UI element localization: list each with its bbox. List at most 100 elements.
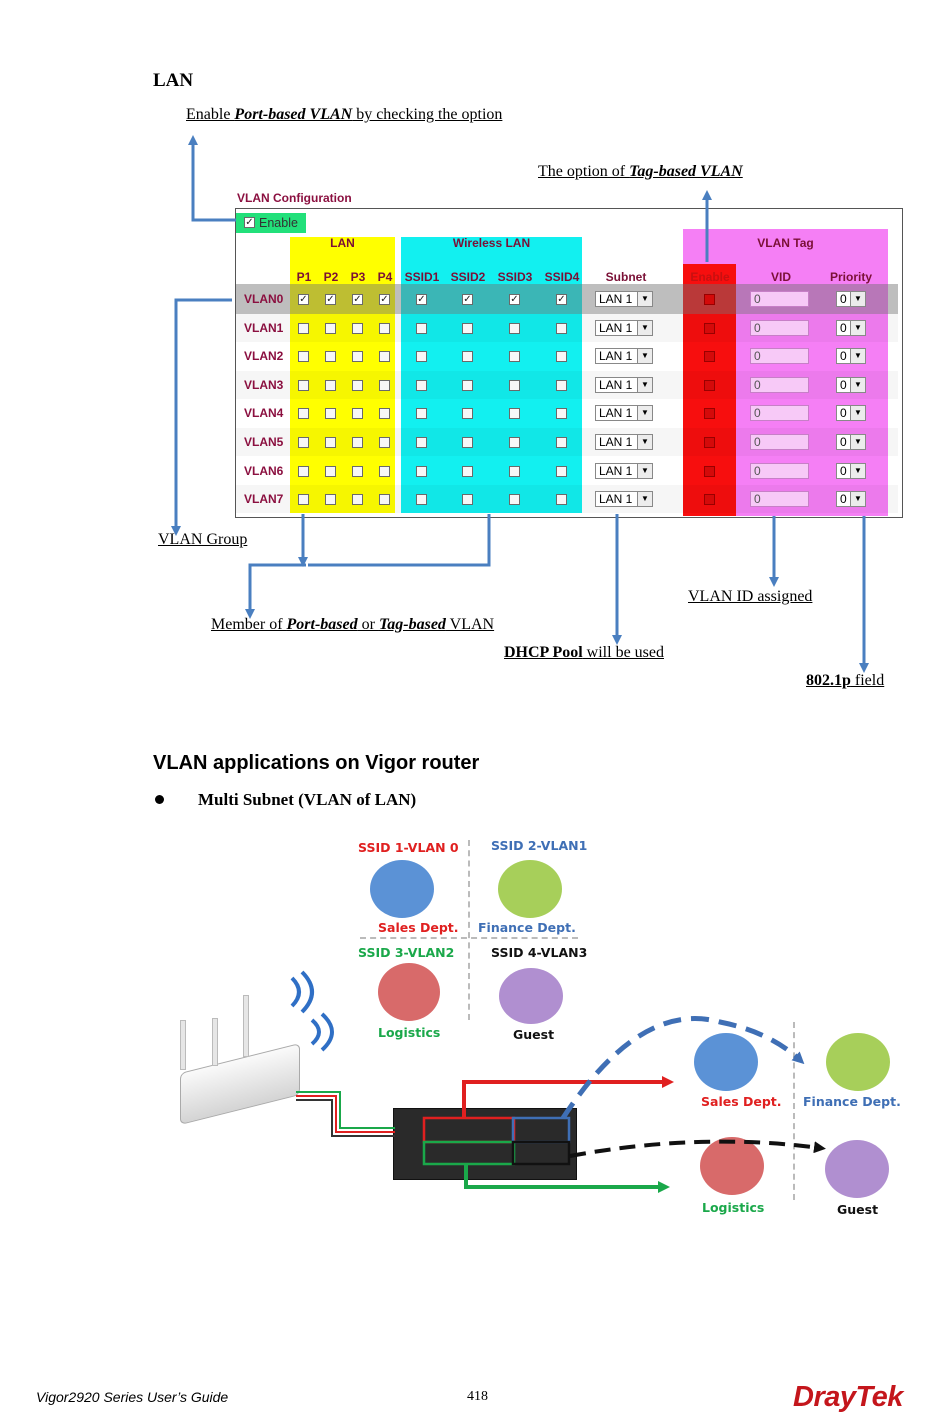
member-checkbox[interactable] [556, 465, 567, 477]
priority-select[interactable]: 0▼ [836, 434, 866, 450]
priority-select[interactable]: 0▼ [836, 462, 866, 479]
member-checkbox[interactable] [379, 322, 390, 334]
member-checkbox[interactable] [298, 465, 309, 477]
vid-input[interactable]: 0 [750, 462, 809, 479]
chevron-down-icon[interactable]: ▼ [850, 492, 865, 507]
priority-select[interactable]: 0▼ [836, 319, 866, 336]
member-checkbox[interactable]: ✓ [509, 294, 520, 305]
member-checkbox[interactable] [352, 322, 363, 334]
chevron-down-icon[interactable]: ▼ [637, 377, 652, 392]
tag-enable-checkbox[interactable] [704, 437, 715, 448]
chevron-down-icon[interactable]: ▼ [637, 406, 652, 421]
chevron-down-icon[interactable]: ▼ [850, 435, 865, 449]
member-checkbox[interactable] [556, 351, 567, 363]
chevron-down-icon[interactable]: ▼ [850, 406, 865, 421]
enable-checkbox[interactable]: ✓ [244, 217, 255, 228]
tag-enable-checkbox[interactable] [704, 465, 715, 477]
chevron-down-icon[interactable]: ▼ [850, 320, 865, 335]
member-checkbox[interactable] [416, 408, 427, 420]
chevron-down-icon[interactable]: ▼ [850, 377, 865, 392]
chevron-down-icon[interactable]: ▼ [850, 349, 865, 364]
member-checkbox[interactable]: ✓ [379, 294, 390, 305]
member-checkbox[interactable] [379, 408, 390, 420]
member-checkbox[interactable] [379, 465, 390, 477]
member-checkbox[interactable] [462, 494, 473, 506]
member-checkbox[interactable] [352, 465, 363, 477]
member-checkbox[interactable] [462, 322, 473, 334]
member-checkbox[interactable] [298, 379, 309, 391]
tag-enable-checkbox[interactable] [704, 408, 715, 420]
vid-input[interactable]: 0 [750, 434, 809, 450]
chevron-down-icon[interactable]: ▼ [850, 292, 865, 306]
member-checkbox[interactable] [462, 379, 473, 391]
member-checkbox[interactable] [462, 437, 473, 448]
subnet-select[interactable]: LAN 1▼ [595, 376, 653, 393]
member-checkbox[interactable]: ✓ [352, 294, 363, 305]
member-checkbox[interactable] [352, 379, 363, 391]
chevron-down-icon[interactable]: ▼ [637, 349, 652, 364]
chevron-down-icon[interactable]: ▼ [637, 292, 652, 306]
vid-input[interactable]: 0 [750, 376, 809, 393]
vid-input[interactable]: 0 [750, 291, 809, 307]
member-checkbox[interactable] [509, 437, 520, 448]
chevron-down-icon[interactable]: ▼ [637, 435, 652, 449]
member-checkbox[interactable] [416, 322, 427, 334]
tag-enable-checkbox[interactable] [704, 294, 715, 305]
vid-input[interactable]: 0 [750, 405, 809, 422]
member-checkbox[interactable] [325, 437, 336, 448]
tag-enable-checkbox[interactable] [704, 351, 715, 363]
priority-select[interactable]: 0▼ [836, 291, 866, 307]
subnet-select[interactable]: LAN 1▼ [595, 434, 653, 450]
member-checkbox[interactable]: ✓ [462, 294, 473, 305]
member-checkbox[interactable] [462, 465, 473, 477]
member-checkbox[interactable] [462, 351, 473, 363]
chevron-down-icon[interactable]: ▼ [637, 492, 652, 507]
member-checkbox[interactable] [556, 322, 567, 334]
member-checkbox[interactable] [556, 379, 567, 391]
subnet-select[interactable]: LAN 1▼ [595, 491, 653, 508]
member-checkbox[interactable] [325, 465, 336, 477]
vid-input[interactable]: 0 [750, 319, 809, 336]
subnet-select[interactable]: LAN 1▼ [595, 291, 653, 307]
member-checkbox[interactable] [416, 379, 427, 391]
member-checkbox[interactable] [416, 465, 427, 477]
member-checkbox[interactable] [325, 494, 336, 506]
member-checkbox[interactable] [298, 494, 309, 506]
tag-enable-checkbox[interactable] [704, 494, 715, 506]
chevron-down-icon[interactable]: ▼ [850, 463, 865, 478]
vid-input[interactable]: 0 [750, 491, 809, 508]
member-checkbox[interactable] [509, 322, 520, 334]
subnet-select[interactable]: LAN 1▼ [595, 319, 653, 336]
member-checkbox[interactable] [325, 322, 336, 334]
member-checkbox[interactable] [379, 379, 390, 391]
member-checkbox[interactable] [556, 437, 567, 448]
priority-select[interactable]: 0▼ [836, 348, 866, 365]
member-checkbox[interactable] [509, 379, 520, 391]
member-checkbox[interactable]: ✓ [325, 294, 336, 305]
member-checkbox[interactable] [509, 408, 520, 420]
priority-select[interactable]: 0▼ [836, 491, 866, 508]
vid-input[interactable]: 0 [750, 348, 809, 365]
subnet-select[interactable]: LAN 1▼ [595, 405, 653, 422]
member-checkbox[interactable] [298, 408, 309, 420]
tag-enable-checkbox[interactable] [704, 322, 715, 334]
member-checkbox[interactable] [298, 322, 309, 334]
member-checkbox[interactable] [556, 494, 567, 506]
member-checkbox[interactable] [298, 437, 309, 448]
enable-vlan-option[interactable]: ✓ Enable [236, 213, 306, 233]
member-checkbox[interactable] [509, 465, 520, 477]
chevron-down-icon[interactable]: ▼ [637, 463, 652, 478]
subnet-select[interactable]: LAN 1▼ [595, 462, 653, 479]
member-checkbox[interactable] [352, 494, 363, 506]
member-checkbox[interactable] [416, 351, 427, 363]
member-checkbox[interactable] [509, 494, 520, 506]
priority-select[interactable]: 0▼ [836, 376, 866, 393]
member-checkbox[interactable] [352, 408, 363, 420]
member-checkbox[interactable] [416, 437, 427, 448]
member-checkbox[interactable] [325, 408, 336, 420]
member-checkbox[interactable] [379, 351, 390, 363]
member-checkbox[interactable]: ✓ [416, 294, 427, 305]
member-checkbox[interactable] [352, 437, 363, 448]
member-checkbox[interactable] [509, 351, 520, 363]
member-checkbox[interactable] [379, 494, 390, 506]
